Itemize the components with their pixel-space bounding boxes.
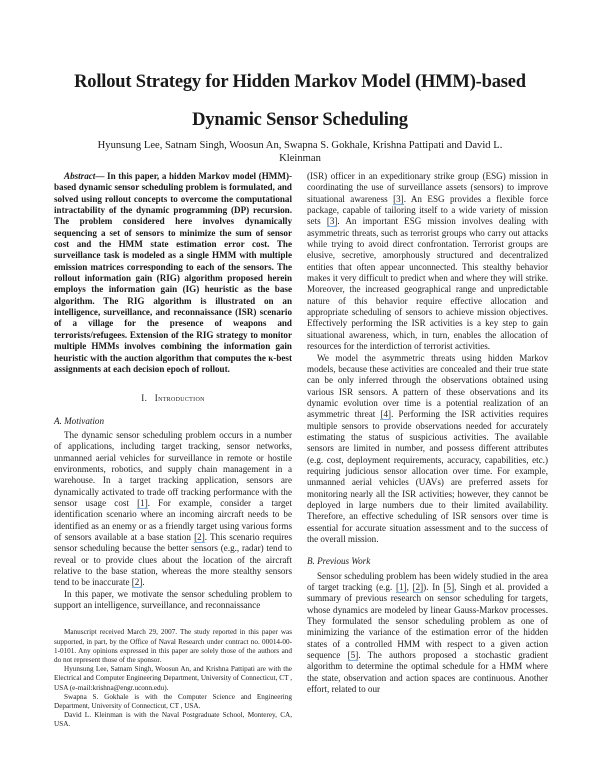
footnote-affiliation-nps: David L. Kleinman is with the Naval Post… [54,711,292,729]
right-paragraph-2: We model the asymmetric threats using hi… [307,352,549,545]
citation-link[interactable]: [2] [194,531,205,543]
abstract: Abstract— In this paper, a hidden Markov… [54,171,292,374]
citation-link[interactable]: [4] [380,409,392,421]
footnote-manuscript: Manuscript received March 29, 2007. The … [54,628,292,664]
footnotes: Manuscript received March 29, 2007. The … [54,628,292,729]
citation-link[interactable]: [5] [443,582,455,594]
citation-link[interactable]: [1] [395,582,407,594]
right-column: (ISR) officer in an expeditionary strike… [307,171,548,695]
citation-link[interactable]: [2] [412,582,424,594]
subsection-heading-previous-work: B. Previous Work [307,556,371,567]
citation-link[interactable]: [3] [326,216,338,228]
previous-work-paragraph: Sensor scheduling problem has been widel… [307,570,549,695]
motivation-paragraph-1: The dynamic sensor scheduling problem oc… [54,429,292,589]
citation-link[interactable]: [5] [347,650,359,662]
citation-link[interactable]: [1] [137,497,148,509]
citation-link[interactable]: [2] [131,577,143,589]
section-heading-introduction: I. Introduction [141,393,205,404]
footnote-affiliation-uconn-ece: Hyunsung Lee, Satnam Singh, Woosun An, a… [54,665,292,692]
paper-title-line-2: Dynamic Sensor Scheduling [192,110,408,130]
citation-link[interactable]: [3] [393,193,404,205]
right-paragraph-1: (ISR) officer in an expeditionary strike… [307,171,549,352]
footnote-affiliation-uconn-cse: Swapna S. Gokhale is with the Computer S… [54,692,292,710]
paper-title-line-1: Rollout Strategy for Hidden Markov Model… [74,72,526,92]
subsection-heading-motivation: A. Motivation [54,415,105,426]
left-column: Abstract— In this paper, a hidden Markov… [54,171,292,730]
abstract-text: In this paper, a hidden Markov model (HM… [54,171,292,374]
author-list: Hyunsung Lee, Satnam Singh, Woosun An, S… [97,140,503,164]
motivation-paragraph-2: In this paper, we motivate the sensor sc… [54,588,292,611]
abstract-label: Abstract [64,171,96,181]
